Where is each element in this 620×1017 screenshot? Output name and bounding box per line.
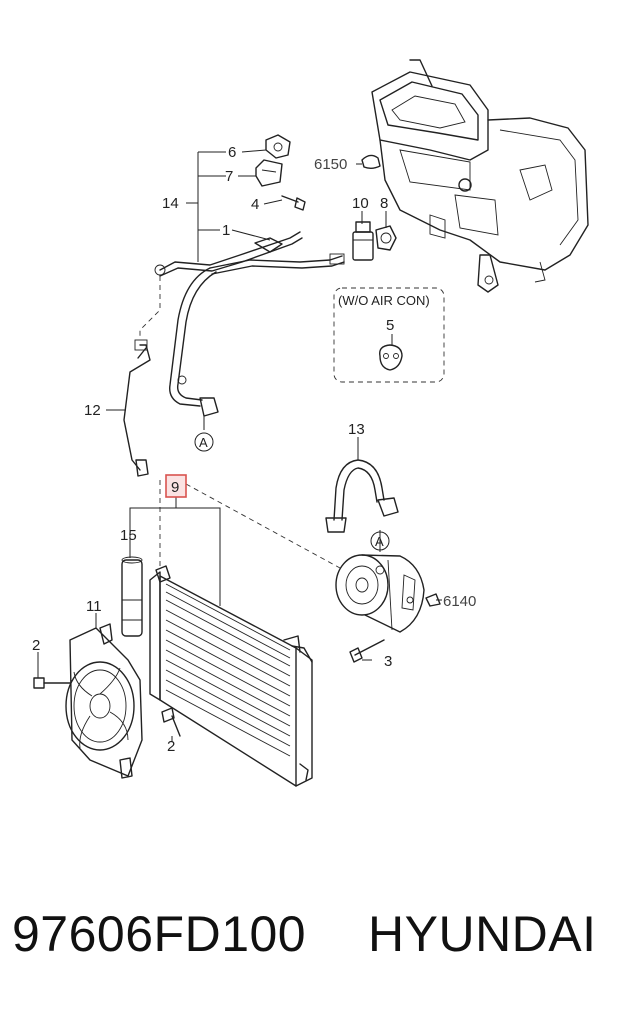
bolt-4 — [281, 195, 306, 211]
condenser — [149, 565, 313, 787]
compressor — [335, 554, 441, 633]
valve-10 — [352, 221, 374, 261]
hvac-unit — [371, 59, 589, 293]
callout-2-right: 2 — [167, 738, 175, 755]
ref-circle-a-upper — [194, 432, 214, 452]
brand-name: HYUNDAI — [368, 906, 597, 962]
bolt-3 — [349, 639, 385, 663]
without-air-con-box — [333, 287, 445, 383]
callout-7: 7 — [225, 168, 233, 185]
callout-1: 1 — [222, 222, 230, 239]
callout-13: 13 — [348, 421, 365, 438]
callout-11: 11 — [86, 598, 102, 615]
bracket-6 — [265, 134, 291, 159]
bolt-2-right — [161, 707, 181, 737]
leader-lines — [37, 149, 442, 742]
gasket-8 — [375, 225, 397, 251]
callout-6: 6 — [228, 144, 236, 161]
callout-5: 5 — [386, 317, 394, 334]
ref-label-a-upper: A — [199, 435, 208, 450]
callout-6150: 6150 — [314, 156, 347, 173]
callout-2-left: 2 — [32, 637, 40, 654]
callout-10: 10 — [352, 195, 369, 212]
cooling-fan-11 — [65, 623, 143, 779]
callout-3: 3 — [384, 653, 392, 670]
bolt-2-left — [33, 677, 71, 689]
variant-box-label: (W/O AIR CON) — [338, 293, 430, 308]
footer: 97606FD100 HYUNDAI — [0, 905, 620, 975]
highlight-box-9 — [165, 474, 187, 498]
callout-6140: 6140 — [443, 593, 476, 610]
hose-13 — [325, 459, 399, 533]
callout-14: 14 — [162, 195, 179, 212]
ref-label-a-lower: A — [375, 534, 384, 549]
ref-circle-a-lower — [370, 531, 390, 551]
part-number: 97606FD100 — [12, 906, 307, 962]
part-6150-clip — [361, 154, 381, 169]
callout-8: 8 — [380, 195, 388, 212]
callout-4: 4 — [251, 196, 259, 213]
pipe-12 — [123, 276, 161, 477]
relation-line-condenser-compressor — [185, 483, 341, 569]
pipe-assembly-upper — [154, 231, 345, 417]
callout-12: 12 — [84, 402, 101, 419]
parts-diagram: 6 7 4 14 1 6150 10 8 5 12 13 15 11 2 2 3… — [32, 59, 589, 787]
callout-15: 15 — [120, 527, 137, 544]
receiver-drier-15 — [121, 556, 143, 637]
bracket-7 — [255, 159, 283, 187]
callout-9: 9 — [171, 479, 179, 496]
